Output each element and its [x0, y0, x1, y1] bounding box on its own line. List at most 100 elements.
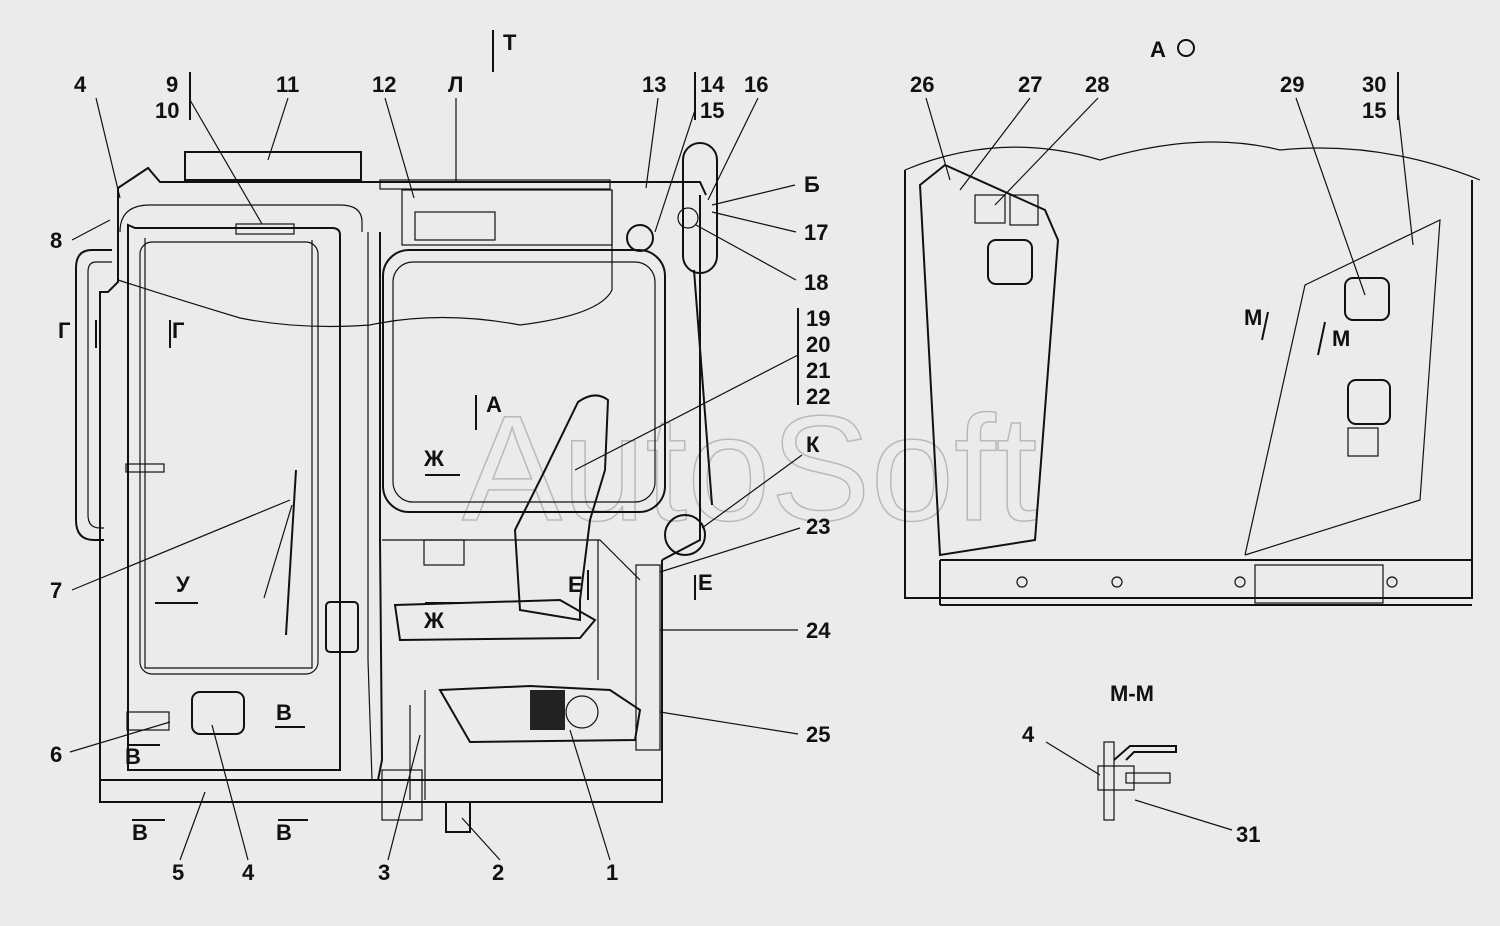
leader-12: [384, 97, 415, 199]
leader-13: [645, 97, 659, 189]
callout-4c: 4: [1022, 722, 1035, 747]
handrail-outer: [75, 249, 112, 541]
view-a-title: А: [1150, 37, 1166, 62]
antenna-bolt: [677, 207, 699, 229]
callout-3: 3: [378, 860, 390, 885]
left-console-switch-1: [974, 194, 1006, 224]
view-marker-e2: Е: [698, 570, 713, 595]
leader-23: [659, 527, 801, 573]
callout-4a: 4: [74, 72, 87, 97]
door-handle: [125, 463, 165, 473]
view-marker-v1: В: [276, 700, 292, 725]
view-marker-m1: М: [1244, 305, 1262, 330]
cab-right-wall: [661, 195, 701, 561]
section-mm: [1045, 741, 1233, 831]
leader-29: [1295, 97, 1366, 296]
right-console: [1244, 219, 1441, 556]
leader-b: [711, 184, 796, 206]
view-a-outline: [904, 170, 1473, 599]
floor-bolt-2: [1111, 576, 1123, 588]
leader-1: [569, 729, 611, 861]
callout-25: 25: [806, 722, 830, 747]
callout-k: К: [806, 432, 820, 457]
leader-8: [71, 219, 111, 241]
callout-5: 5: [172, 860, 184, 885]
callout-21: 21: [806, 358, 830, 383]
floor-bolt-3: [1234, 576, 1246, 588]
section-plate: [1103, 741, 1115, 821]
center-pillar: [377, 232, 384, 781]
lower-compartment-top: [382, 539, 641, 581]
floor-bolt-1: [1016, 576, 1028, 588]
callout-19: 19: [806, 306, 830, 331]
view-marker-m2: М: [1332, 326, 1350, 351]
watermark: AutoSoft: [462, 384, 1037, 552]
door-outer-frame: [127, 223, 341, 771]
callout-27: 27: [1018, 72, 1042, 97]
main-cab-view: [69, 30, 803, 861]
handrail-inner: [87, 261, 112, 529]
callout-9: 9: [166, 72, 178, 97]
section-bolt: [1125, 772, 1171, 784]
callout-20: 20: [806, 332, 830, 357]
door-glass: [139, 241, 319, 675]
heater-box: [438, 684, 642, 744]
leader-5: [179, 791, 206, 861]
floor-grille: [1254, 564, 1384, 604]
callout-31: 31: [1236, 822, 1260, 847]
view-marker-u: У: [176, 572, 190, 597]
bottom-fitting-1: [381, 769, 423, 821]
view-marker-zh1: Ж: [423, 446, 444, 471]
door-glass-frame: [144, 238, 313, 669]
cab-floor-base: [99, 560, 663, 803]
view-marker-v3: В: [132, 820, 148, 845]
section-mm-title: М-М: [1110, 681, 1154, 706]
lower-bracket: [423, 539, 465, 566]
leader-17: [711, 211, 797, 233]
left-console-switch-2: [1009, 194, 1039, 226]
leader-3: [387, 734, 421, 861]
leader-27: [959, 97, 1031, 191]
roof-insulation-strip: [379, 179, 611, 190]
callout-l: Л: [448, 72, 463, 97]
speaker: [626, 224, 654, 252]
callout-8: 8: [50, 228, 62, 253]
arrow-m2: [1317, 321, 1326, 356]
section-bolt-head: [1097, 765, 1135, 791]
callout-23: 23: [806, 514, 830, 539]
leader-25: [659, 711, 799, 735]
cab-roof-line: [117, 166, 707, 196]
seat-cushion: [393, 598, 597, 642]
callout-17: 17: [804, 220, 828, 245]
callout-11: 11: [276, 72, 299, 97]
leader-31: [1134, 799, 1233, 831]
right-console-gauge-2: [1347, 379, 1391, 425]
leader-16: [707, 97, 759, 201]
floor-bolt-4: [1386, 576, 1398, 588]
wiper-blade: [263, 504, 293, 599]
view-marker-g2: Г: [172, 318, 185, 343]
leader-30-15: [1397, 109, 1414, 246]
leader-26: [925, 97, 951, 181]
detail-k-circle: [664, 514, 706, 556]
view-marker-v2: В: [125, 744, 141, 769]
leader-7: [71, 499, 291, 591]
leader-28: [994, 97, 1099, 206]
cab-left-wall: [99, 188, 119, 780]
leader-19-22: [574, 354, 799, 471]
center-pillar-inner: [367, 232, 373, 781]
heater-fan: [530, 690, 565, 730]
section-bracket: [1113, 745, 1177, 761]
leader-4c: [1045, 741, 1101, 776]
callout-18: 18: [804, 270, 828, 295]
callout-7: 7: [50, 578, 62, 603]
view-marker-g1: Г: [58, 318, 71, 343]
heater-motor: [565, 695, 599, 729]
pedal: [191, 691, 245, 735]
view-marker-v4: В: [276, 820, 292, 845]
leader-9-10: [189, 99, 263, 225]
callout-15b: 15: [1362, 98, 1386, 123]
foot-rest: [126, 711, 170, 731]
roof-hatch: [184, 151, 362, 181]
